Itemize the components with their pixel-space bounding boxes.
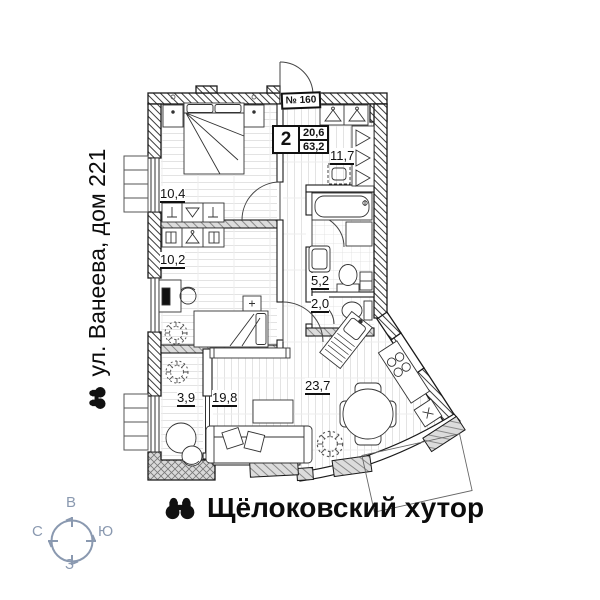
street-label: ул. Ванеева, дом 221 [83, 145, 111, 415]
room-label-bedroom2: 10,2 [160, 252, 186, 269]
compass-east: В [66, 494, 77, 511]
location-label: Щёлоковский хутор [163, 492, 484, 524]
compass-north: С [32, 523, 43, 540]
doors [241, 61, 345, 343]
location-label-text: Щёлоковский хутор [207, 492, 485, 523]
bedroom2-furniture [158, 227, 269, 348]
compass-south: Ю [98, 523, 114, 540]
bathroom-fixtures [308, 192, 373, 321]
kitchen-furniture [316, 310, 443, 458]
compass-west: З [65, 556, 75, 573]
room-label-balcony: 3,9 [177, 390, 196, 407]
compass-rose-icon [48, 517, 96, 565]
living-furniture [205, 347, 313, 464]
badge-room-count: 2 [274, 127, 300, 152]
room-label-wc: 2,0 [311, 296, 330, 313]
street-label-text: ул. Ванеева, дом 221 [83, 148, 110, 377]
binoculars-icon [89, 387, 106, 410]
badge-living-area: 20,6 [300, 127, 327, 141]
apartment-number: № 160 [280, 91, 322, 110]
balcony-furniture [165, 360, 203, 467]
room-label-living: 19,8 [212, 390, 238, 407]
compass: В Ю З С [30, 494, 114, 580]
room-label-bedroom1: 10,4 [160, 186, 186, 203]
apartment-badge: 2 20,6 63,2 [272, 125, 329, 154]
radiators [123, 155, 149, 451]
bedroom1-furniture [161, 94, 265, 223]
room-label-hallway: 11,7 [330, 148, 355, 165]
hallway-furniture [319, 104, 375, 187]
neighbor-balcony-outline [361, 433, 473, 513]
room-label-kitchen-living: 23,7 [305, 378, 331, 395]
badge-total-area: 63,2 [303, 141, 325, 153]
room-label-bathroom: 5,2 [311, 273, 330, 290]
binoculars-icon [165, 497, 195, 520]
